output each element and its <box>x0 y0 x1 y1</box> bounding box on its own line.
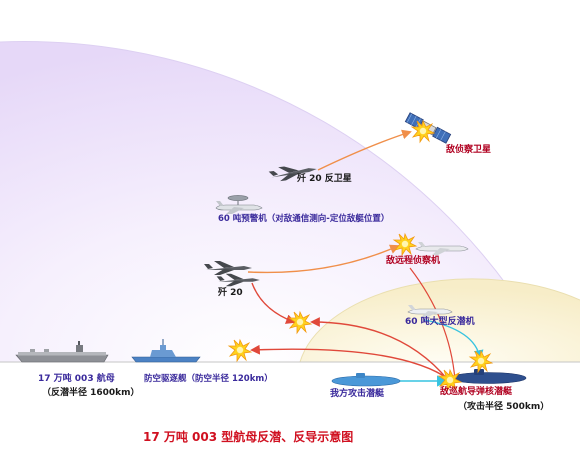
carrier-label: 17 万吨 003 航母 <box>38 374 115 384</box>
satellite-label: 敌侦察卫星 <box>446 145 492 155</box>
recon-plane-label: 敌远程侦察机 <box>386 256 441 266</box>
anti-satellite-arrow <box>317 129 412 171</box>
j20-anti-sat-icon <box>268 166 317 182</box>
destroyer-label: 防空驱逐舰（防空半径 120km） <box>144 374 273 384</box>
sub-to-j20-arrow <box>310 317 449 381</box>
sub-to-destroyer-arrow <box>250 344 451 381</box>
asw-plane-icon <box>407 305 453 318</box>
asw-to-sub-arrow <box>424 319 484 360</box>
j20-icon <box>204 261 252 275</box>
destroyer-icon <box>131 339 201 363</box>
outer-range-zone <box>0 41 555 362</box>
enemy-sub-radius-label: （攻击半径 500km） <box>458 402 550 412</box>
j20-label: 歼 20 <box>218 288 243 298</box>
awacs-label: 60 吨预警机（对敌通信测向-定位敌艇位置） <box>218 214 390 224</box>
own-sub-label: 我方攻击潜艇 <box>330 389 385 399</box>
anti-recon-arrow <box>247 244 400 274</box>
awacs-icon <box>215 195 263 214</box>
sub-to-recon-arrow <box>409 267 456 381</box>
j20-dive-arrow <box>251 282 296 324</box>
asw-plane-label: 60 吨大型反潜机 <box>405 317 475 327</box>
j20-anti-sat-label: 歼 20 反卫星 <box>297 174 352 184</box>
diagram-title: 17 万吨 003 型航母反潜、反导示意图 <box>143 430 354 444</box>
submarine-icon <box>449 369 527 384</box>
recon-plane-icon <box>415 242 469 255</box>
carrier-icon <box>15 341 109 363</box>
carrier-radius-label: （反潜半径 1600km） <box>42 388 140 398</box>
submarine-icon <box>331 373 401 387</box>
j20-icon <box>216 273 260 287</box>
enemy-sub-label: 敌巡航导弹核潜艇 <box>440 387 513 397</box>
